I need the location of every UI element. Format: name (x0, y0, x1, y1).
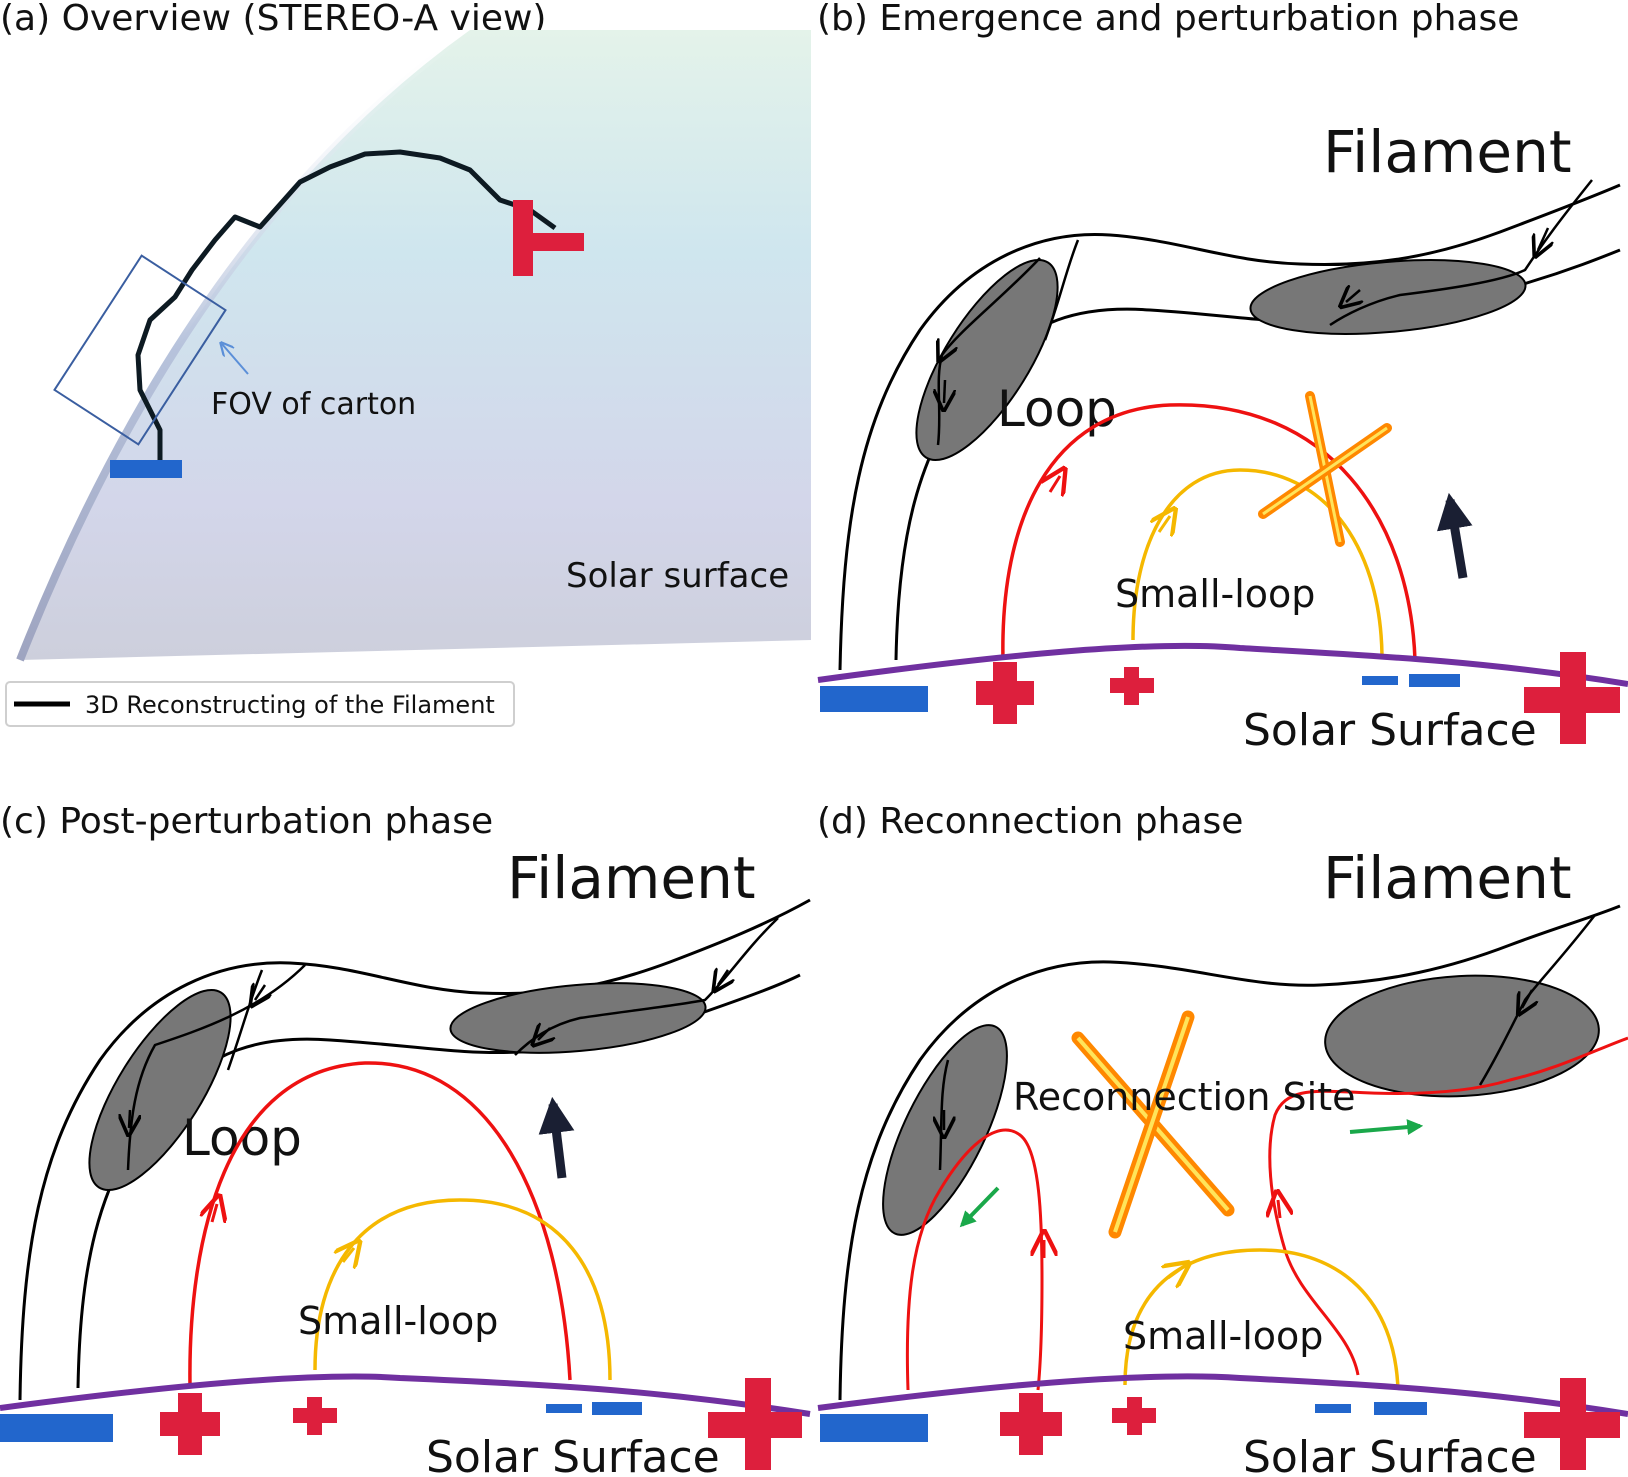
emerging-loop (1001, 403, 1417, 661)
negative-polarity-bar (0, 1414, 113, 1442)
reconnected-loop-right (1268, 1036, 1628, 1376)
positive-polarity-cross (976, 662, 1034, 724)
direction-arrow (255, 985, 265, 1000)
direction-arrow (1346, 290, 1360, 302)
panel-a-title: (a) Overview (STEREO-A view) (0, 0, 546, 39)
filament-label: Filament (507, 844, 756, 912)
legend-label: 3D Reconstructing of the Filament (85, 691, 495, 719)
photosphere-line (0, 1373, 811, 1417)
outflow-arrow-left (959, 1186, 1000, 1228)
filament-field-line-outer (838, 183, 1621, 671)
small-loop-label: Small-loop (298, 1299, 498, 1343)
negative-polarity-bar (592, 1402, 642, 1415)
photosphere-line (817, 642, 1628, 687)
solar-surface-label: Solar Surface (426, 1432, 720, 1477)
filament-blob-left (88, 988, 232, 1192)
negative-polarity-bar-small (1315, 1404, 1351, 1413)
loop-arrow (1050, 476, 1060, 492)
reconnection-x (1071, 1010, 1235, 1239)
direction-arrow (129, 1109, 130, 1128)
filament-field-line-outer (838, 904, 1621, 1401)
field-connector-left (1043, 239, 1080, 341)
small-loop (1123, 1248, 1400, 1391)
loop-arrow (212, 1204, 217, 1222)
panel-a: (a) Overview (STEREO-A view) FOV of cart… (0, 0, 811, 727)
field-connector-right (1329, 179, 1593, 327)
panel-b-title: (b) Emergence and perturbation phase (817, 0, 1519, 39)
positive-polarity-cross-small (293, 1397, 337, 1435)
filament-label: Filament (1323, 118, 1572, 186)
panel-d: (d) Reconnection phase Filament Small-lo… (817, 801, 1628, 1477)
filament-blob-left (915, 258, 1059, 462)
direction-arrow (1538, 227, 1548, 250)
reconnected-loop-left (905, 1128, 1044, 1391)
positive-polarity-cross-large (1524, 652, 1620, 744)
photosphere-line (817, 1373, 1628, 1417)
small-loop-arrow (1159, 516, 1170, 532)
outflow-arrow-right (1349, 1119, 1424, 1136)
field-connector-left (226, 969, 264, 1071)
filament-blob-right (1324, 974, 1600, 1098)
positive-polarity-cross-small (1112, 1397, 1156, 1435)
negative-polarity-bar (110, 460, 182, 478)
negative-polarity-bar (1409, 674, 1460, 687)
emerging-loop (188, 1061, 572, 1386)
panel-d-title: (d) Reconnection phase (817, 801, 1243, 842)
small-loop-arrow (343, 1248, 354, 1262)
fov-label: FOV of carton (211, 387, 416, 422)
filament-label: Filament (1323, 844, 1572, 912)
solar-disk (20, 30, 811, 660)
rise-arrow (538, 1096, 575, 1179)
loop-arrow (1278, 1200, 1280, 1219)
direction-arrow (718, 970, 728, 985)
panel-b: (b) Emergence and perturbation phase Fil… (817, 0, 1628, 756)
positive-polarity-cross-small (1110, 667, 1154, 705)
reconnection-x (1258, 391, 1392, 547)
loop-label: Loop (997, 380, 1117, 438)
small-loop-arrow (1168, 1268, 1182, 1278)
fov-box (53, 254, 227, 446)
panel-c: (c) Post-perturbation phase Filament Loo… (0, 801, 811, 1477)
filament-field-line-outer (18, 898, 811, 1401)
small-loop-label: Small-loop (1123, 1314, 1323, 1358)
solar-limb (16, 26, 473, 662)
negative-polarity-bar (820, 686, 928, 712)
solar-surface-label: Solar Surface (1243, 1432, 1537, 1477)
filament-3d-reconstruction (135, 149, 557, 460)
solar-surface-label: Solar surface (566, 556, 789, 596)
positive-polarity-cross-large (1524, 1378, 1620, 1470)
direction-arrow (944, 379, 945, 403)
reconnection-site-label: Reconnection Site (1013, 1075, 1355, 1119)
negative-polarity-bar (820, 1414, 928, 1442)
positive-polarity-cross (1000, 1393, 1062, 1455)
field-connector-mid (938, 1059, 950, 1171)
positive-polarity-cross (513, 200, 584, 276)
panel-c-title: (c) Post-perturbation phase (0, 801, 493, 842)
rise-arrow (1436, 492, 1473, 579)
positive-polarity-cross (160, 1393, 220, 1455)
negative-polarity-bar-small (1362, 676, 1398, 685)
solar-surface-label: Solar Surface (1243, 705, 1537, 756)
small-loop (1131, 468, 1384, 656)
direction-arrow (538, 1028, 550, 1040)
direction-arrow (1522, 989, 1532, 1008)
small-loop (313, 1198, 612, 1381)
negative-polarity-bar (1374, 1402, 1427, 1415)
negative-polarity-bar-small (546, 1404, 582, 1413)
small-loop-label: Small-loop (1115, 572, 1315, 616)
legend: 3D Reconstructing of the Filament (5, 681, 515, 727)
positive-polarity-cross-large (708, 1378, 802, 1470)
fov-pointer-arrow (222, 344, 249, 375)
